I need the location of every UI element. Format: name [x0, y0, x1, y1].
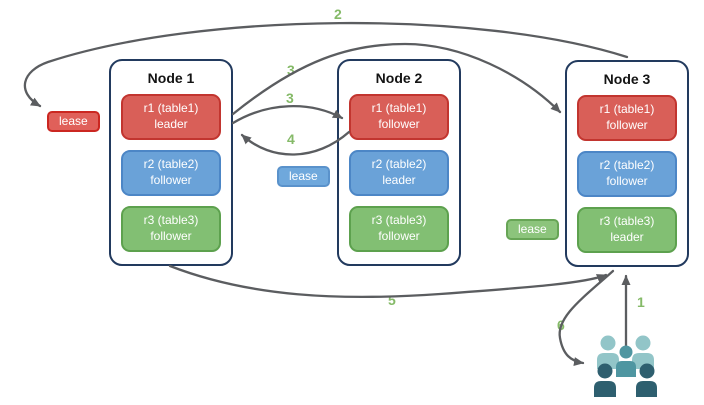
replica-range: r3 (table3)	[143, 213, 199, 228]
node-1-replica-r1: r1 (table1) leader	[121, 94, 221, 140]
replica-range: r1 (table1)	[599, 102, 655, 117]
node-1-replicas: r1 (table1) leader r2 (table2) follower …	[121, 94, 221, 252]
replica-role: follower	[150, 229, 192, 243]
replica-role: follower	[378, 117, 420, 131]
node-3: Node 3 r1 (table1) follower r2 (table2) …	[565, 60, 689, 267]
node-2: Node 2 r1 (table1) follower r2 (table2) …	[337, 59, 461, 266]
replica-range: r2 (table2)	[143, 157, 199, 172]
node-2-replicas: r1 (table1) follower r2 (table2) leader …	[349, 94, 449, 252]
user-person	[597, 335, 619, 369]
step-label-1: 1	[637, 294, 645, 310]
node-1: Node 1 r1 (table1) leader r2 (table2) fo…	[109, 59, 233, 266]
user-person	[594, 363, 616, 397]
node-3-replica-r2: r2 (table2) follower	[577, 151, 677, 197]
lease-tag-green: lease	[506, 219, 559, 240]
replica-role: follower	[606, 174, 648, 188]
arrow-step-4	[240, 130, 351, 156]
user-person	[632, 335, 654, 369]
replica-role: leader	[382, 173, 416, 187]
step-label-3a: 3	[287, 62, 295, 78]
step-label-5: 5	[388, 292, 396, 308]
user-person	[636, 363, 657, 397]
node-2-replica-r2: r2 (table2) leader	[349, 150, 449, 196]
step-label-6: 6	[557, 317, 565, 333]
arrow-step-6	[558, 269, 615, 366]
node-3-replica-r1: r1 (table1) follower	[577, 95, 677, 141]
replica-role: leader	[154, 117, 188, 131]
arrow-step-3-to-node2	[231, 105, 344, 125]
replica-role: leader	[610, 230, 644, 244]
node-2-title: Node 2	[375, 70, 423, 86]
node-2-replica-r3: r3 (table3) follower	[349, 206, 449, 252]
lease-tag-red: lease	[47, 111, 100, 132]
step-label-3b: 3	[286, 90, 294, 106]
node-2-replica-r1: r1 (table1) follower	[349, 94, 449, 140]
replica-range: r3 (table3)	[371, 213, 427, 228]
node-3-replicas: r1 (table1) follower r2 (table2) followe…	[577, 95, 677, 253]
replica-range: r1 (table1)	[143, 101, 199, 116]
user-person	[616, 345, 636, 377]
replica-range: r2 (table2)	[599, 158, 655, 173]
replica-range: r2 (table2)	[371, 157, 427, 172]
node-3-title: Node 3	[603, 71, 651, 87]
users-group-icon	[594, 335, 657, 397]
node-1-replica-r2: r2 (table2) follower	[121, 150, 221, 196]
node-1-replica-r3: r3 (table3) follower	[121, 206, 221, 252]
replica-role: follower	[150, 173, 192, 187]
replica-role: follower	[378, 229, 420, 243]
replica-range: r1 (table1)	[371, 101, 427, 116]
step-label-2: 2	[334, 6, 342, 22]
node-1-title: Node 1	[147, 70, 195, 86]
node-3-replica-r3: r3 (table3) leader	[577, 207, 677, 253]
replica-range: r3 (table3)	[599, 214, 655, 229]
replica-role: follower	[606, 118, 648, 132]
lease-tag-blue: lease	[277, 166, 330, 187]
step-label-4: 4	[287, 131, 295, 147]
